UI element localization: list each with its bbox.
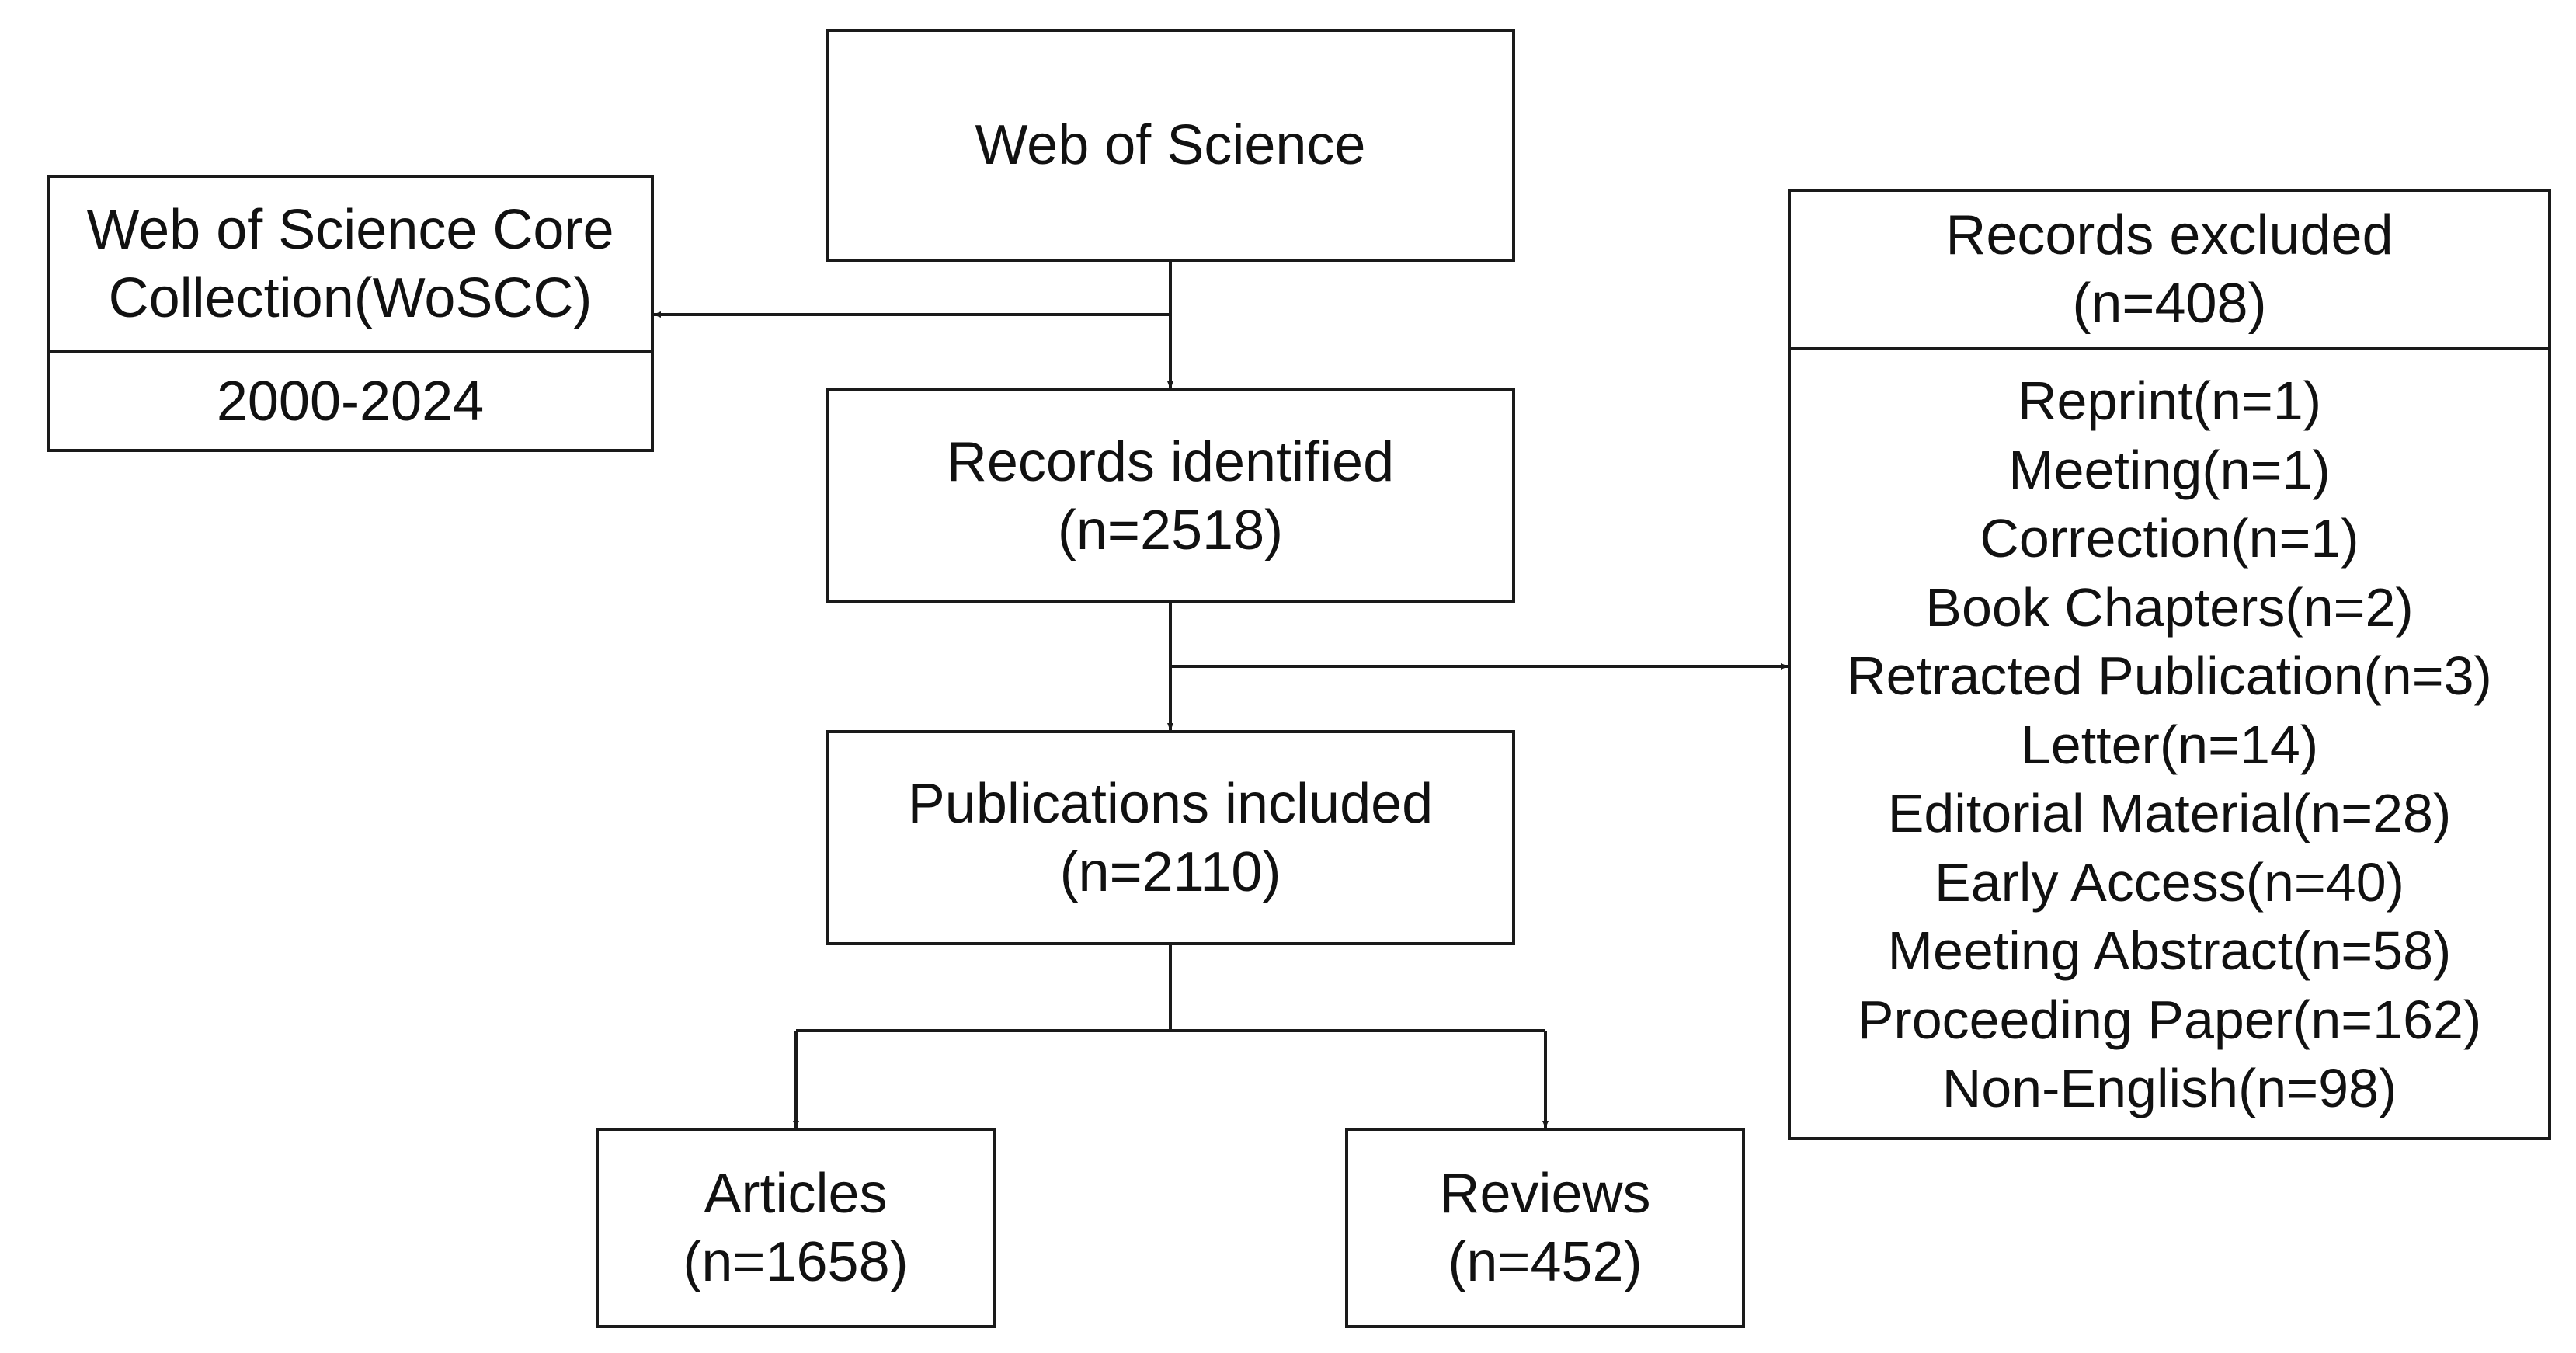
exclusion-reason: Reprint(n=1) [2017,370,2321,431]
source-box: Web of Science [826,29,1515,262]
publications-included-count: (n=2110) [1059,840,1281,903]
reviews-count: (n=452) [1448,1231,1643,1293]
source-label: Web of Science [975,114,1366,176]
exclusion-reason: Meeting Abstract(n=58) [1887,920,2452,981]
exclusion-reason: Book Chapters(n=2) [1925,576,2414,638]
records-identified-label: Records identified [946,430,1395,493]
exclusion-reason: Proceeding Paper(n=162) [1857,989,2482,1050]
publications-included-label: Publications included [907,772,1434,835]
core-collection-title-line1: Web of Science Core [86,199,614,261]
core-collection-period-cell: 2000-2024 [50,353,651,449]
core-collection-box: Web of Science Core Collection(WoSCC) 20… [47,175,654,452]
exclusion-reason: Non-English(n=98) [1942,1058,2397,1118]
core-collection-period: 2000-2024 [216,370,485,433]
exclusion-reasons-list: Reprint(n=1) Meeting(n=1) Correction(n=1… [1791,367,2548,1123]
core-collection-title: Web of Science Core Collection(WoSCC) [50,178,651,350]
articles-box: Articles (n=1658) [596,1128,996,1328]
publications-included-box: Publications included (n=2110) [826,730,1515,945]
articles-count: (n=1658) [683,1231,909,1293]
records-excluded-count: (n=408) [2072,273,2267,335]
records-excluded-header: Records excluded (n=408) [1791,192,2548,347]
core-collection-title-line2: Collection(WoSCC) [108,267,593,329]
records-excluded-label: Records excluded [1945,204,2393,266]
records-excluded-box: Records excluded (n=408) Reprint(n=1) Me… [1788,189,2551,1140]
exclusion-reason: Letter(n=14) [2020,714,2319,775]
exclusion-reason: Editorial Material(n=28) [1887,783,2452,843]
exclusion-reason: Meeting(n=1) [2008,439,2331,500]
exclusion-reason: Early Access(n=40) [1935,851,2404,913]
exclusion-reason: Retracted Publication(n=3) [1847,645,2492,706]
records-identified-count: (n=2518) [1057,499,1284,562]
articles-label: Articles [704,1163,888,1225]
records-excluded-divider [1791,347,2548,350]
reviews-box: Reviews (n=452) [1345,1128,1745,1328]
core-collection-divider [50,350,651,353]
exclusion-reason: Correction(n=1) [1980,508,2359,569]
reviews-label: Reviews [1439,1163,1651,1225]
records-identified-box: Records identified (n=2518) [826,388,1515,603]
